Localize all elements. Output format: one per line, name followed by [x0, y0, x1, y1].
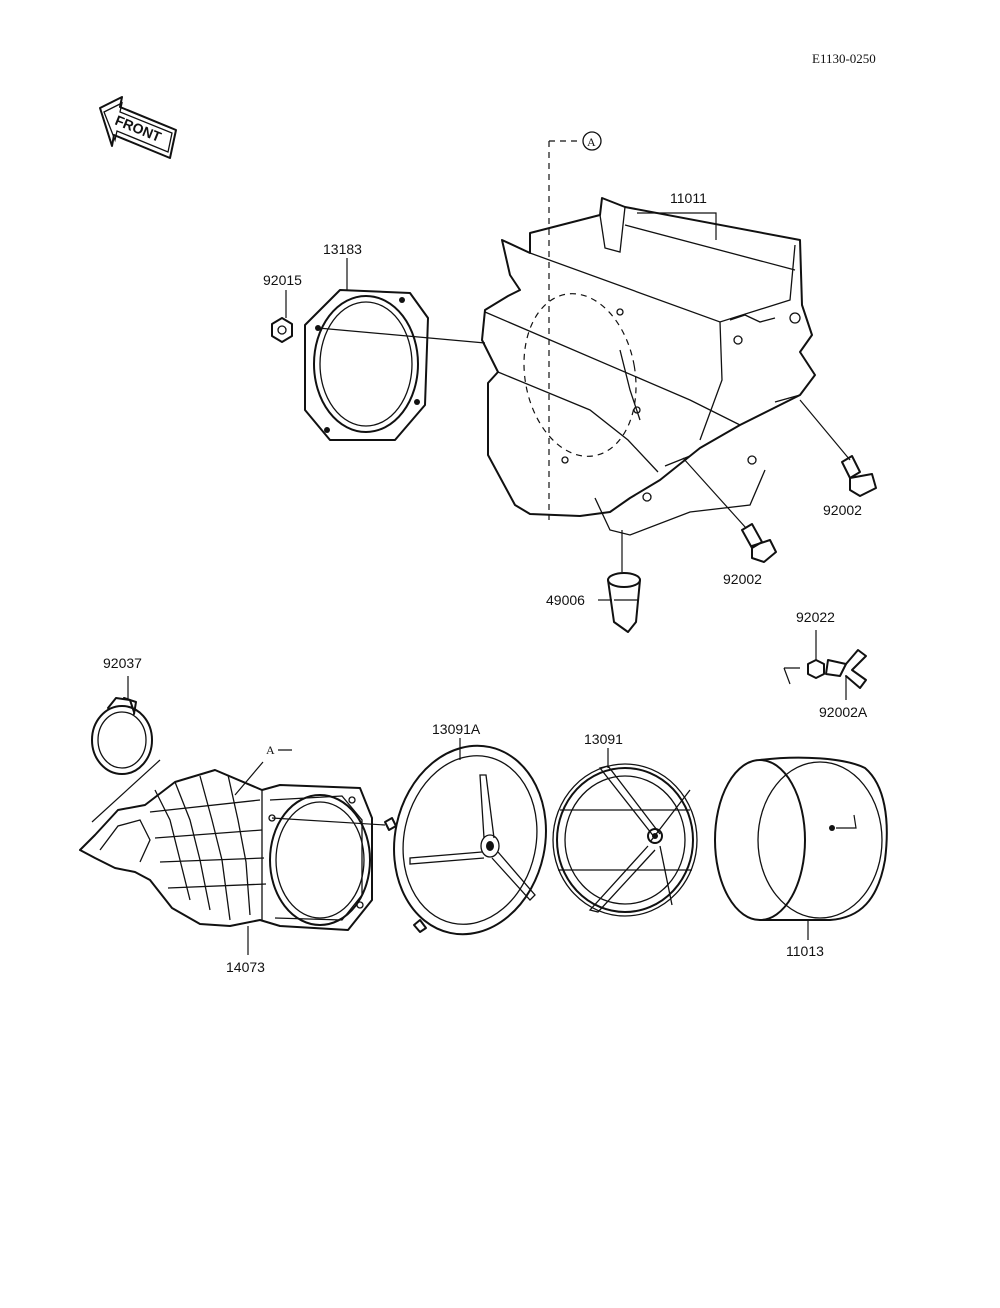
wing-bolt [825, 649, 867, 689]
clamp [91, 697, 153, 775]
nut-92022 [807, 659, 825, 679]
holder-cage-part-number: 13091 [584, 731, 623, 747]
nut-92015-part-number: 92015 [263, 272, 302, 288]
bolt-right-leader [799, 399, 851, 461]
gasket-part-number: 13183 [323, 241, 362, 257]
gasket [304, 289, 429, 441]
reference-a-bottom-label: A [266, 743, 275, 757]
duct-to-plate-leader [271, 817, 386, 826]
drain-cap-part-number: 49006 [546, 592, 585, 608]
filter-element [714, 756, 888, 921]
reference-a-bottom-leader [234, 749, 292, 796]
diagram-code: E1130-0250 [812, 51, 876, 66]
air-box-leader [637, 212, 717, 240]
holder-plate-part-number: 13091A [432, 721, 481, 737]
nut-92022-bracket [783, 667, 800, 685]
holder-cage [552, 763, 698, 917]
filter-element-part-number: 11013 [786, 943, 824, 959]
bolt-right-part-number: 92002 [823, 502, 862, 518]
holder-plate [384, 744, 547, 936]
wing-bolt-part-number: 92002A [819, 704, 868, 720]
bolt-lower-part-number: 92002 [723, 571, 762, 587]
duct-part-number: 14073 [226, 959, 265, 975]
bolt-lower-leader [682, 457, 747, 529]
reference-a-top: A [548, 131, 602, 520]
nut-92022-part-number: 92022 [796, 609, 835, 625]
intake-duct [79, 769, 373, 931]
bolt-lower [741, 523, 777, 563]
air-box-part-number: 11011 [670, 190, 707, 206]
gasket-to-box-leader [317, 327, 486, 344]
drain-cap [607, 572, 641, 633]
front-arrow-icon: FRONT [99, 96, 177, 159]
nut-92015 [271, 317, 293, 343]
reference-a-label: A [587, 135, 596, 149]
bolt-right [841, 455, 877, 497]
clamp-part-number: 92037 [103, 655, 142, 671]
clamp-to-duct-leader [91, 759, 161, 823]
air-box [481, 197, 816, 536]
